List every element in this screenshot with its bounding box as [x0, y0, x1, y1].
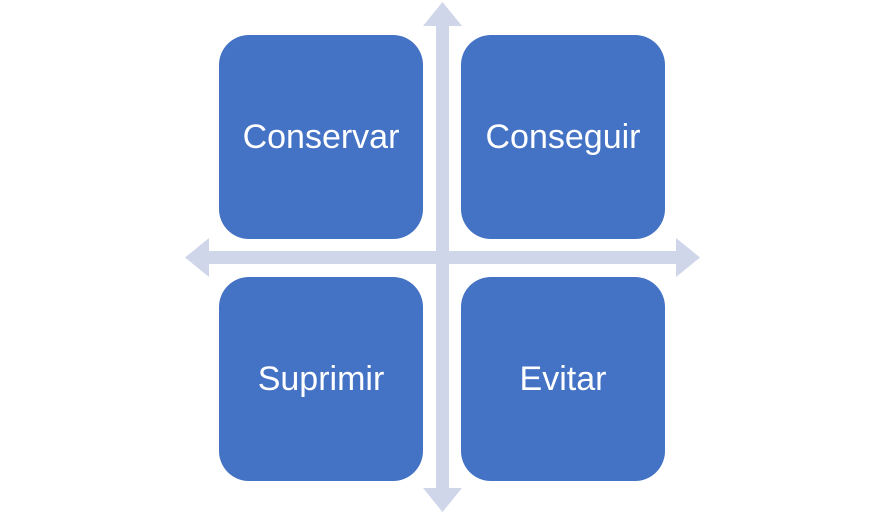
arrow-down-icon	[423, 488, 462, 512]
quadrant-label: Conservar	[242, 117, 400, 156]
quadrant-suprimir: Suprimir	[219, 277, 423, 481]
arrow-up-icon	[423, 2, 462, 26]
quadrant-label: Evitar	[519, 359, 607, 398]
quadrant-label: Conseguir	[485, 117, 641, 156]
quadrant-conseguir: Conseguir	[461, 35, 665, 239]
quadrant-conservar: Conservar	[219, 35, 423, 239]
arrow-left-icon	[185, 238, 209, 277]
arrow-right-icon	[676, 238, 700, 277]
quadrant-evitar: Evitar	[461, 277, 665, 481]
quadrant-label: Suprimir	[257, 359, 385, 398]
horizontal-axis-line	[207, 251, 678, 264]
